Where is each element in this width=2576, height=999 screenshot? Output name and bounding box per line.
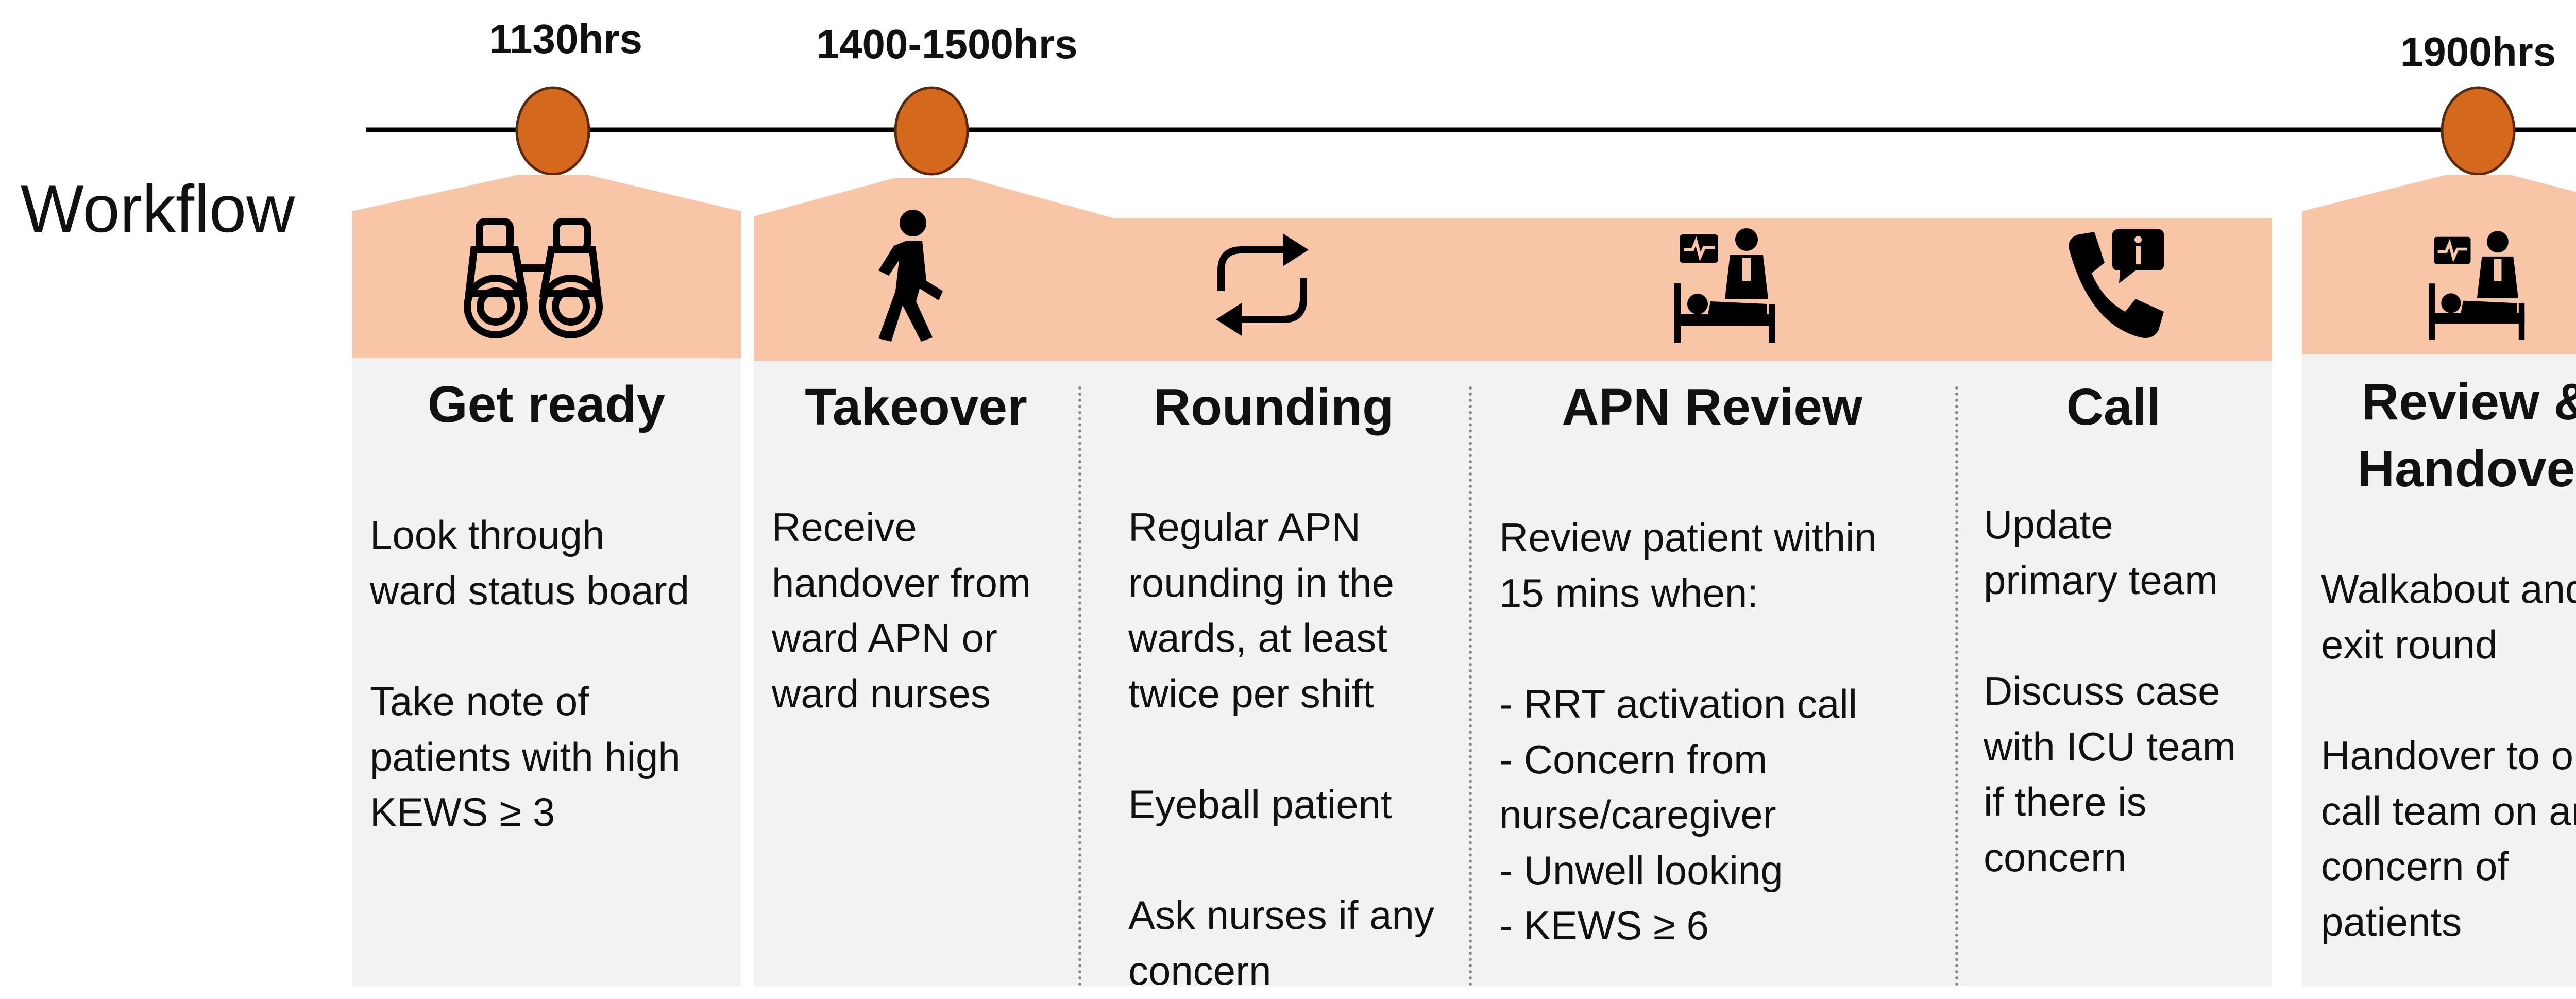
step-title-apn-review: APN Review (1562, 378, 1862, 436)
milestone-marker (894, 86, 969, 176)
step-title-takeover: Takeover (805, 378, 1027, 436)
milestone-marker (515, 86, 590, 176)
panel-main (754, 361, 2272, 986)
time-label-1130: 1130hrs (488, 16, 643, 62)
step-body-get-ready: Look through ward status board Take note… (370, 512, 690, 835)
repeat-arrows-icon (1216, 233, 1309, 336)
time-label-1400-1500: 1400-1500hrs (816, 21, 1078, 67)
time-label-1900: 1900hrs (2400, 29, 2556, 75)
milestone-marker (2441, 86, 2516, 176)
step-title-call: Call (2066, 378, 2161, 436)
doctor-patient-bed-icon (2429, 231, 2525, 340)
column-divider (1469, 386, 1472, 986)
step-body-review-handover: Walkabout and exit round Handover to on-… (2321, 566, 2576, 944)
panel-get-ready (352, 355, 741, 986)
panel-review-handover (2302, 353, 2576, 986)
band-main (754, 178, 2272, 361)
workflow-label: Workflow (21, 171, 295, 246)
step-title-rounding: Rounding (1153, 378, 1394, 436)
walking-person-icon (878, 210, 943, 342)
column-divider (1078, 386, 1081, 986)
step-body-rounding: Regular APN rounding in the wards, at le… (1128, 504, 1434, 993)
binoculars-icon (464, 218, 603, 338)
column-divider (1955, 386, 1958, 986)
doctor-patient-bed-icon (1674, 228, 1775, 343)
step-title-get-ready: Get ready (427, 376, 666, 433)
phone-info-icon (2069, 229, 2164, 338)
step-body-takeover: Receive handover from ward APN or ward n… (772, 504, 1031, 716)
timeline (366, 86, 2576, 176)
step-body-apn-review: Review patient within 15 mins when: - RR… (1499, 515, 1877, 949)
step-title-review-handover: Review & Handover (2357, 373, 2576, 498)
step-body-call: Update primary team Discuss case with IC… (1984, 502, 2236, 880)
